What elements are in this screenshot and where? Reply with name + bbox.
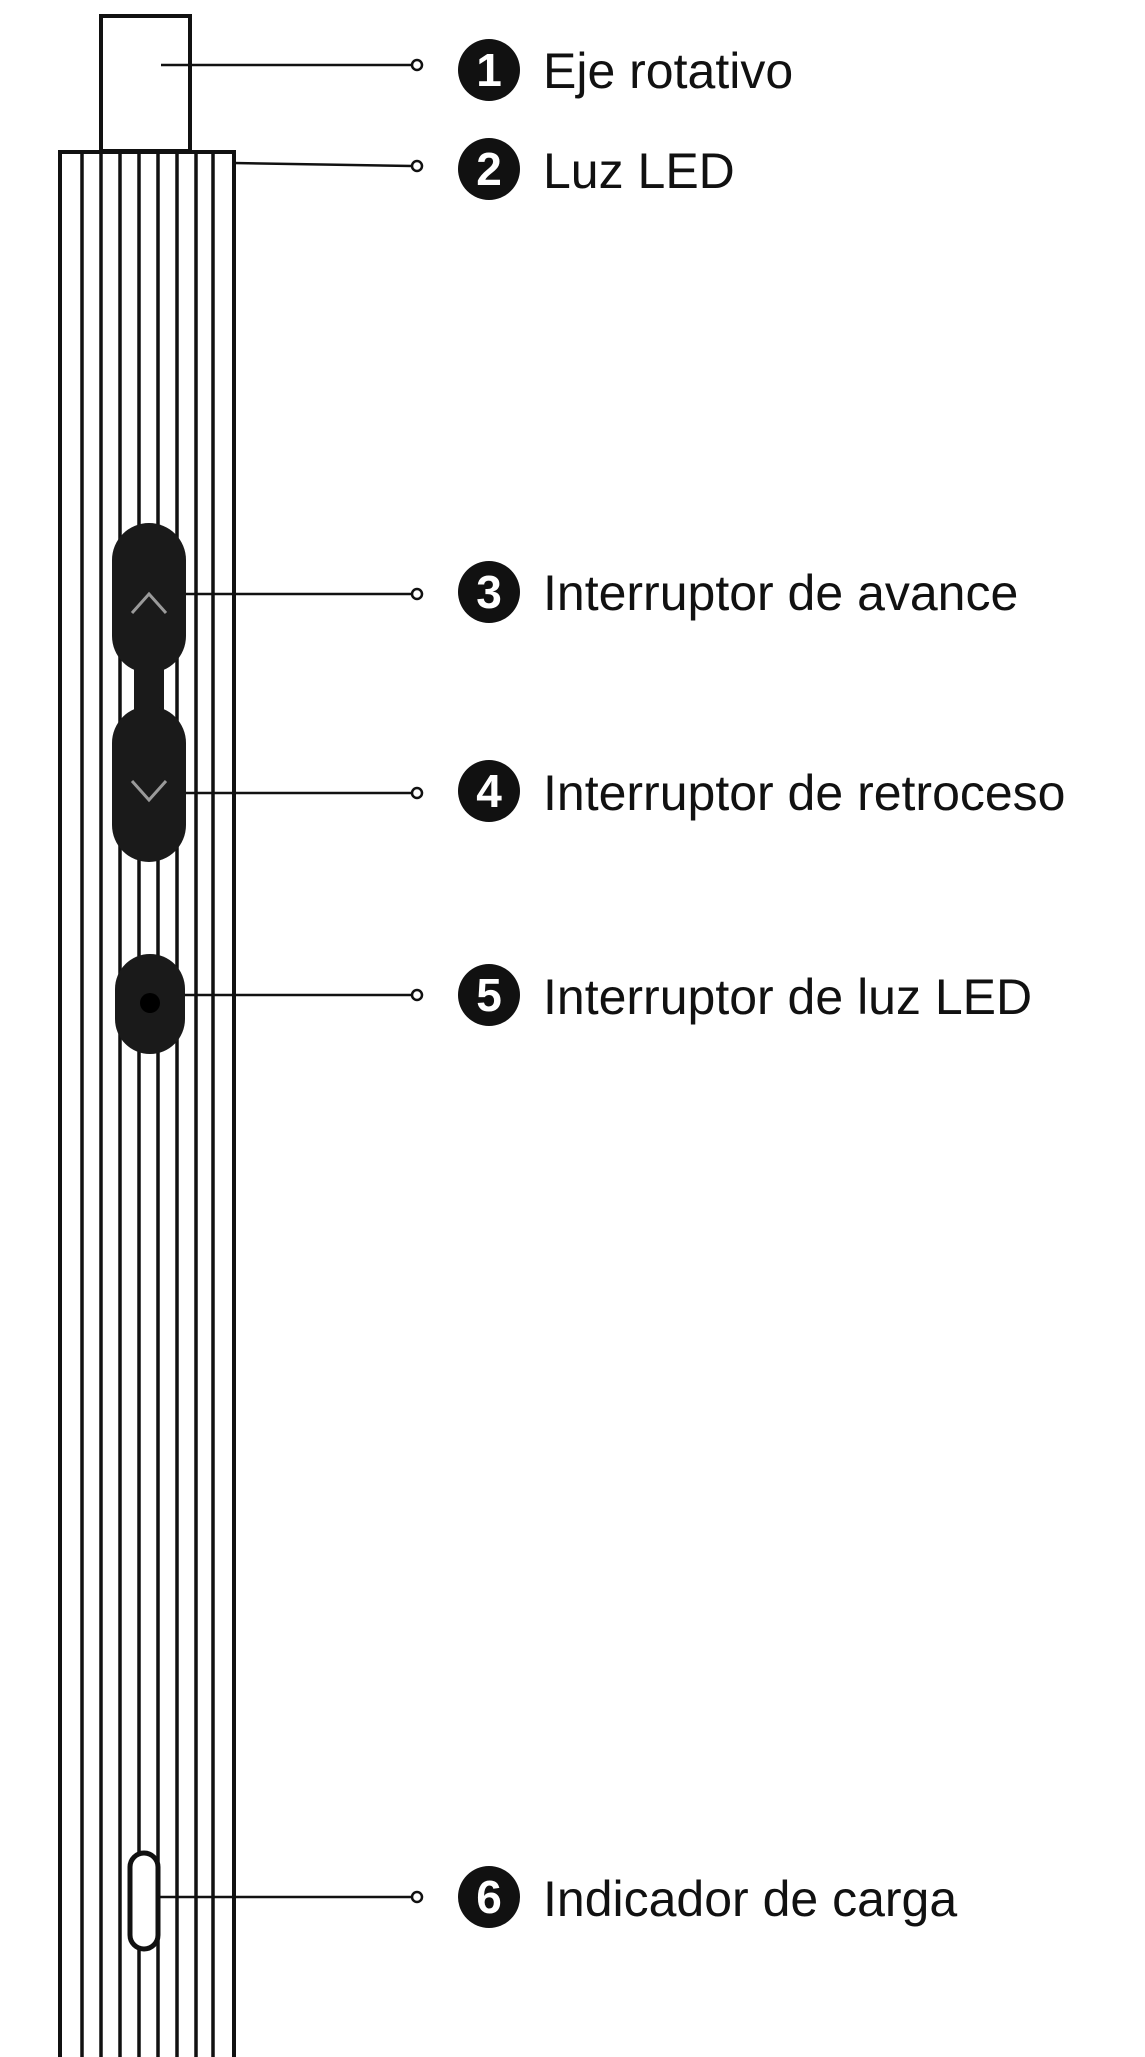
- leader-lines: [158, 58, 424, 1904]
- callout-6: 6 Indicador de carga: [458, 1866, 957, 1928]
- backward-switch[interactable]: [112, 706, 186, 862]
- callout-1-badge: [458, 39, 520, 101]
- callout-3: 3 Interruptor de avance: [458, 561, 1018, 623]
- callout-4-badge: [458, 760, 520, 822]
- callout-6-badge: [458, 1866, 520, 1928]
- callout-3-badge: [458, 561, 520, 623]
- callout-2-number: 2: [476, 143, 502, 195]
- callout-6-label: Indicador de carga: [543, 1871, 957, 1927]
- callout-2-badge: [458, 138, 520, 200]
- callout-2: 2 Luz LED: [458, 138, 735, 200]
- navigation-switch: [112, 523, 186, 862]
- callout-3-label: Interruptor de avance: [543, 565, 1018, 621]
- callout-4-number: 4: [476, 765, 502, 817]
- callout-5-number: 5: [476, 969, 502, 1021]
- callout-5-badge: [458, 964, 520, 1026]
- body-outline: [58, 150, 236, 2057]
- callout-2-label: Luz LED: [543, 143, 735, 199]
- forward-switch[interactable]: [112, 523, 186, 673]
- callout-4-label: Interruptor de retroceso: [543, 765, 1066, 821]
- callout-6-number: 6: [476, 1871, 502, 1923]
- device-body: [58, 150, 236, 2057]
- callout-1: 1 Eje rotativo: [458, 39, 793, 101]
- body-ridges: [80, 152, 215, 2057]
- callout-1-number: 1: [476, 44, 502, 96]
- rotating-shaft: [99, 14, 192, 153]
- chevron-down-icon: [130, 779, 168, 803]
- dot-icon: [140, 993, 160, 1013]
- chevron-up-icon: [130, 591, 168, 615]
- callout-5-label: Interruptor de luz LED: [543, 969, 1032, 1025]
- callout-3-number: 3: [476, 566, 502, 618]
- charge-indicator: [127, 1850, 161, 1952]
- callout-4: 4 Interruptor de retroceso: [458, 760, 1066, 822]
- led-switch[interactable]: [115, 954, 185, 1054]
- callout-1-label: Eje rotativo: [543, 43, 793, 99]
- callout-5: 5 Interruptor de luz LED: [458, 964, 1032, 1026]
